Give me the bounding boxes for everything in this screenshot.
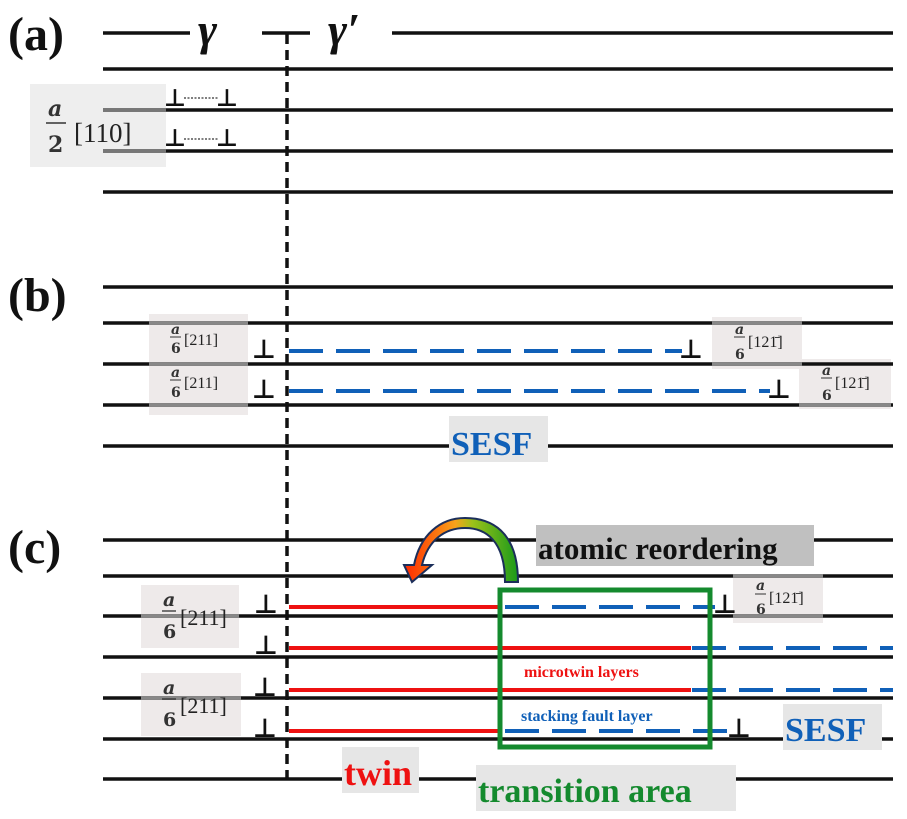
- plane-overlap: [103, 108, 166, 153]
- burgers-vector: [121̄]: [748, 334, 783, 351]
- burgers-vector-c-right-1: a 6 [121̄]: [755, 578, 804, 618]
- burgers-coef-num: a: [171, 365, 180, 381]
- burgers-vector: [121̄]: [835, 375, 870, 392]
- gamma-prime-label: γ′: [328, 4, 360, 55]
- microtwin-layers-label: microtwin layers: [524, 664, 639, 681]
- burgers-coef-num: a: [171, 322, 180, 338]
- dislocation-icon: ⊥: [252, 375, 276, 405]
- burgers-vector: [211]: [184, 375, 218, 392]
- burgers-vector: [211]: [180, 605, 227, 630]
- burgers-coef-den: 6: [163, 709, 176, 731]
- burgers-vector: [211]: [184, 332, 218, 349]
- burgers-vector-c-left-2: a 6 [211]: [162, 677, 227, 731]
- dislocation-icon: ⊥: [216, 84, 238, 112]
- burgers-label-bg: [30, 84, 166, 167]
- panel-label-c: (c): [8, 521, 61, 574]
- burgers-vector-b-left-1: a 6 [211]: [170, 322, 218, 357]
- burgers-coef-num: a: [48, 96, 62, 122]
- dislocation-icon: ⊥: [767, 375, 791, 405]
- burgers-coef-den: 6: [756, 602, 766, 618]
- burgers-coef-den: 6: [163, 621, 176, 643]
- reordering-arrow-icon: [402, 516, 520, 584]
- burgers-coef-den: 6: [171, 341, 181, 357]
- atomic-reordering-label: atomic reordering: [538, 531, 778, 566]
- burgers-coef-num: a: [822, 363, 831, 379]
- atomic-reordering-bg: [536, 525, 814, 566]
- dislocation-icon: ⊥: [164, 124, 186, 152]
- sesf-label: SESF: [451, 426, 532, 463]
- twin-label: twin: [344, 753, 412, 793]
- twin-label-bg: [342, 747, 419, 793]
- dislocation-icon: ⊥: [254, 631, 278, 661]
- burgers-vector-c-left-1: a 6 [211]: [162, 589, 227, 643]
- panel-c: (c): [8, 516, 893, 811]
- panel-label-a: (a): [8, 8, 64, 61]
- stacking-fault-layer-label: stacking fault layer: [521, 708, 653, 725]
- burgers-vector-a: a 2 [110]: [46, 96, 131, 158]
- burgers-vector-b-left-2: a 6 [211]: [170, 365, 218, 401]
- sesf-label: SESF: [785, 712, 866, 749]
- dislocation-icon: ⊥: [713, 590, 737, 620]
- dislocation-icon: ⊥: [216, 124, 238, 152]
- transition-label-bg: [476, 765, 736, 811]
- sesf-fault-lines: [289, 349, 770, 393]
- dislocation-pair-1: ⊥ ⊥: [164, 84, 238, 112]
- dislocation-icon: ⊥: [254, 590, 278, 620]
- plane-overlap: [141, 574, 823, 700]
- dislocation-icon: ⊥: [727, 714, 751, 744]
- panel-a: (a) γ γ′ a 2 [110]: [8, 4, 893, 194]
- burgers-coef-den: 6: [171, 385, 181, 401]
- burgers-label-bg: [799, 359, 891, 409]
- burgers-vector: [121̄]: [769, 590, 804, 607]
- burgers-label-bg: [141, 673, 241, 736]
- sesf-label-bg: [783, 704, 882, 750]
- burgers-vector: [211]: [180, 693, 227, 718]
- burgers-vector: [110]: [74, 118, 131, 148]
- burgers-coef-num: a: [735, 322, 744, 338]
- dislocation-icon: ⊥: [252, 335, 276, 365]
- twin-lines: [289, 605, 691, 733]
- dislocation-icon: ⊥: [679, 335, 703, 365]
- transition-area-label: transition area: [478, 773, 692, 810]
- burgers-coef-num: a: [756, 578, 765, 594]
- atomic-planes-a: [103, 67, 893, 194]
- panel-label-b: (b): [8, 269, 67, 322]
- burgers-coef-num: a: [163, 677, 175, 699]
- burgers-label-bg: [712, 317, 802, 369]
- dislocation-icon: ⊥: [253, 714, 277, 744]
- burgers-vector-b-right-2: a 6 [121̄]: [821, 363, 870, 404]
- burgers-coef-num: a: [163, 589, 175, 611]
- sesf-label-bg: [449, 416, 548, 462]
- burgers-vector-b-right-1: a 6 [121̄]: [734, 322, 783, 363]
- burgers-coef-den: 6: [735, 347, 745, 363]
- transition-area-box: [497, 587, 713, 750]
- plane-overlap: [149, 321, 891, 407]
- dislocation-icon: ⊥: [253, 673, 277, 703]
- burgers-coef-den: 2: [48, 132, 63, 158]
- dislocation-pair-2: ⊥ ⊥: [164, 124, 238, 152]
- gamma-label: γ: [198, 4, 218, 55]
- sesf-fault-lines-c: [505, 605, 893, 733]
- dislocation-icon: ⊥: [164, 84, 186, 112]
- burgers-coef-den: 6: [822, 388, 832, 404]
- panel-b: (b) ⊥ ⊥ ⊥ ⊥: [8, 269, 893, 463]
